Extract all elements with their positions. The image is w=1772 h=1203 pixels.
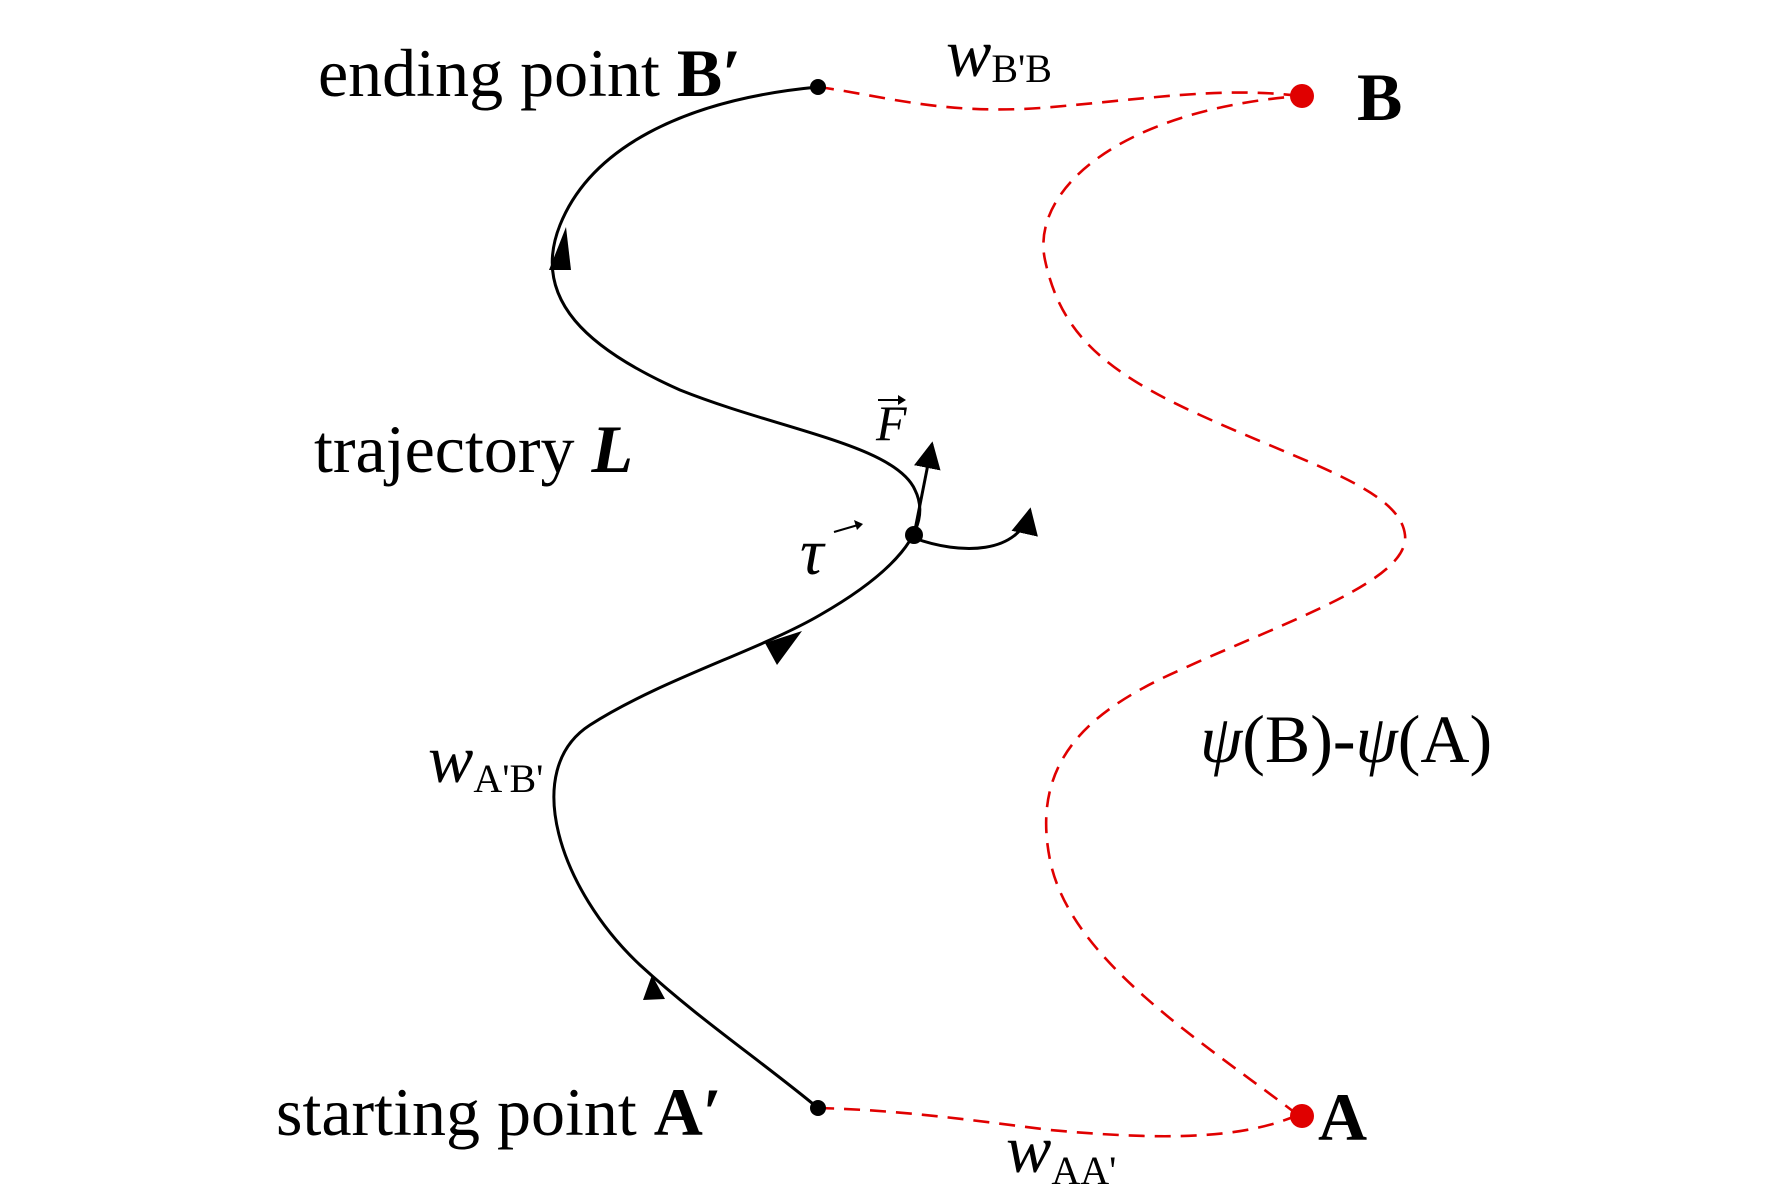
- point-b-dot: [1290, 84, 1314, 108]
- work-label-bprime-b-sub: B'B: [991, 46, 1052, 91]
- starting-point-label: starting point A′: [276, 1074, 722, 1150]
- point-a-dot: [1290, 1104, 1314, 1128]
- work-label-bprime-b: wB'B: [946, 15, 1052, 91]
- psi-b-symbol: ψ: [1200, 701, 1244, 777]
- trajectory-text: trajectory: [314, 411, 575, 487]
- point-a-label: A: [1318, 1079, 1367, 1155]
- trajectory-point-dot: [905, 526, 923, 544]
- psi-a-argument: (A): [1398, 701, 1492, 777]
- trajectory-symbol: L: [591, 411, 634, 487]
- direction-arrowhead-upper: [549, 227, 571, 270]
- ending-point-text: ending point: [318, 35, 660, 111]
- starting-point-a-prime-dot: [810, 1100, 826, 1116]
- dashed-path-a-to-b: [1042, 94, 1407, 1117]
- tangent-label: τ: [800, 516, 826, 589]
- work-label-a-aprime-base: w: [1006, 1111, 1051, 1187]
- starting-point-text: starting point: [276, 1074, 637, 1150]
- ending-point-label: ending point B′: [318, 35, 741, 111]
- work-label-aprime-bprime: wA'B': [428, 721, 543, 801]
- trajectory-label: trajectory L: [314, 411, 633, 487]
- work-label-bprime-b-base: w: [946, 15, 991, 91]
- point-b-label: B: [1357, 59, 1402, 135]
- starting-point-name: A′: [654, 1074, 722, 1150]
- trajectory-curve: [550, 85, 922, 1110]
- ending-point-b-prime-dot: [810, 79, 826, 95]
- direction-arrowhead-lower: [643, 975, 665, 1000]
- tangent-vector-accent: [833, 520, 863, 533]
- work-label-a-aprime: wAA': [1006, 1111, 1116, 1193]
- direction-arrowhead-middle: [765, 631, 802, 665]
- tangent-direction-arrow: [913, 507, 1038, 550]
- psi-a-symbol: ψ: [1356, 701, 1400, 777]
- dashed-path-aprime-to-a: [817, 1106, 1299, 1138]
- ending-point-name: B′: [677, 35, 741, 111]
- work-label-aprime-bprime-sub: A'B': [473, 756, 543, 801]
- psi-b-argument: (B)-: [1242, 701, 1355, 777]
- work-label-a-aprime-sub: AA': [1051, 1148, 1116, 1193]
- dashed-path-bprime-to-b: [817, 85, 1301, 111]
- force-vector-arrow: [912, 441, 941, 536]
- potential-difference-label: ψ(B)-ψ(A): [1200, 701, 1492, 777]
- work-label-aprime-bprime-base: w: [428, 721, 473, 797]
- force-label: F: [875, 395, 907, 451]
- force-vector-accent: [878, 395, 906, 405]
